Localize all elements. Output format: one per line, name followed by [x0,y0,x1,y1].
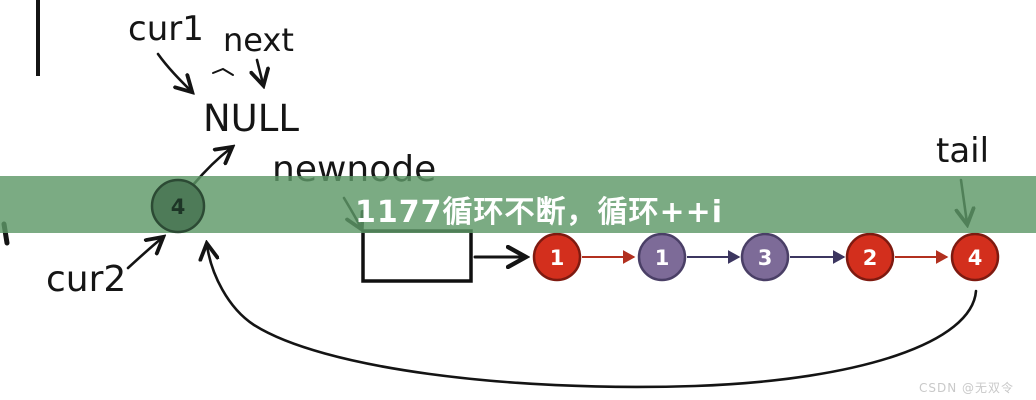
list-node-3: 3 [740,232,790,282]
node-value: 3 [758,246,773,270]
label-cur1: cur1 [128,9,204,49]
arrow-cur2 [126,238,162,270]
watermark: CSDN @无双令 [918,381,1014,395]
arrow-next [257,58,263,84]
node-value: 1 [655,246,670,270]
arrow-loop-back [207,245,978,389]
list-node-4: 2 [845,232,895,282]
banner-title: 1177循环不断，循环++i [355,195,724,230]
list-node-2: 1 [637,232,687,282]
list-node-5: 4 [950,232,1000,282]
head-node: 4 [150,178,206,234]
label-tail: tail [936,131,990,171]
node-value: 2 [863,246,878,270]
label-cur2: cur2 [46,259,127,300]
node-value: 1 [550,246,565,270]
head-node-value: 4 [171,195,186,219]
label-next: next [223,21,294,59]
arrow-cur1 [156,52,191,91]
stray-scribble [212,67,234,76]
node-value: 4 [968,246,983,270]
label-null: NULL [203,97,299,140]
list-node-1: 1 [532,232,582,282]
newnode-box [361,229,473,283]
